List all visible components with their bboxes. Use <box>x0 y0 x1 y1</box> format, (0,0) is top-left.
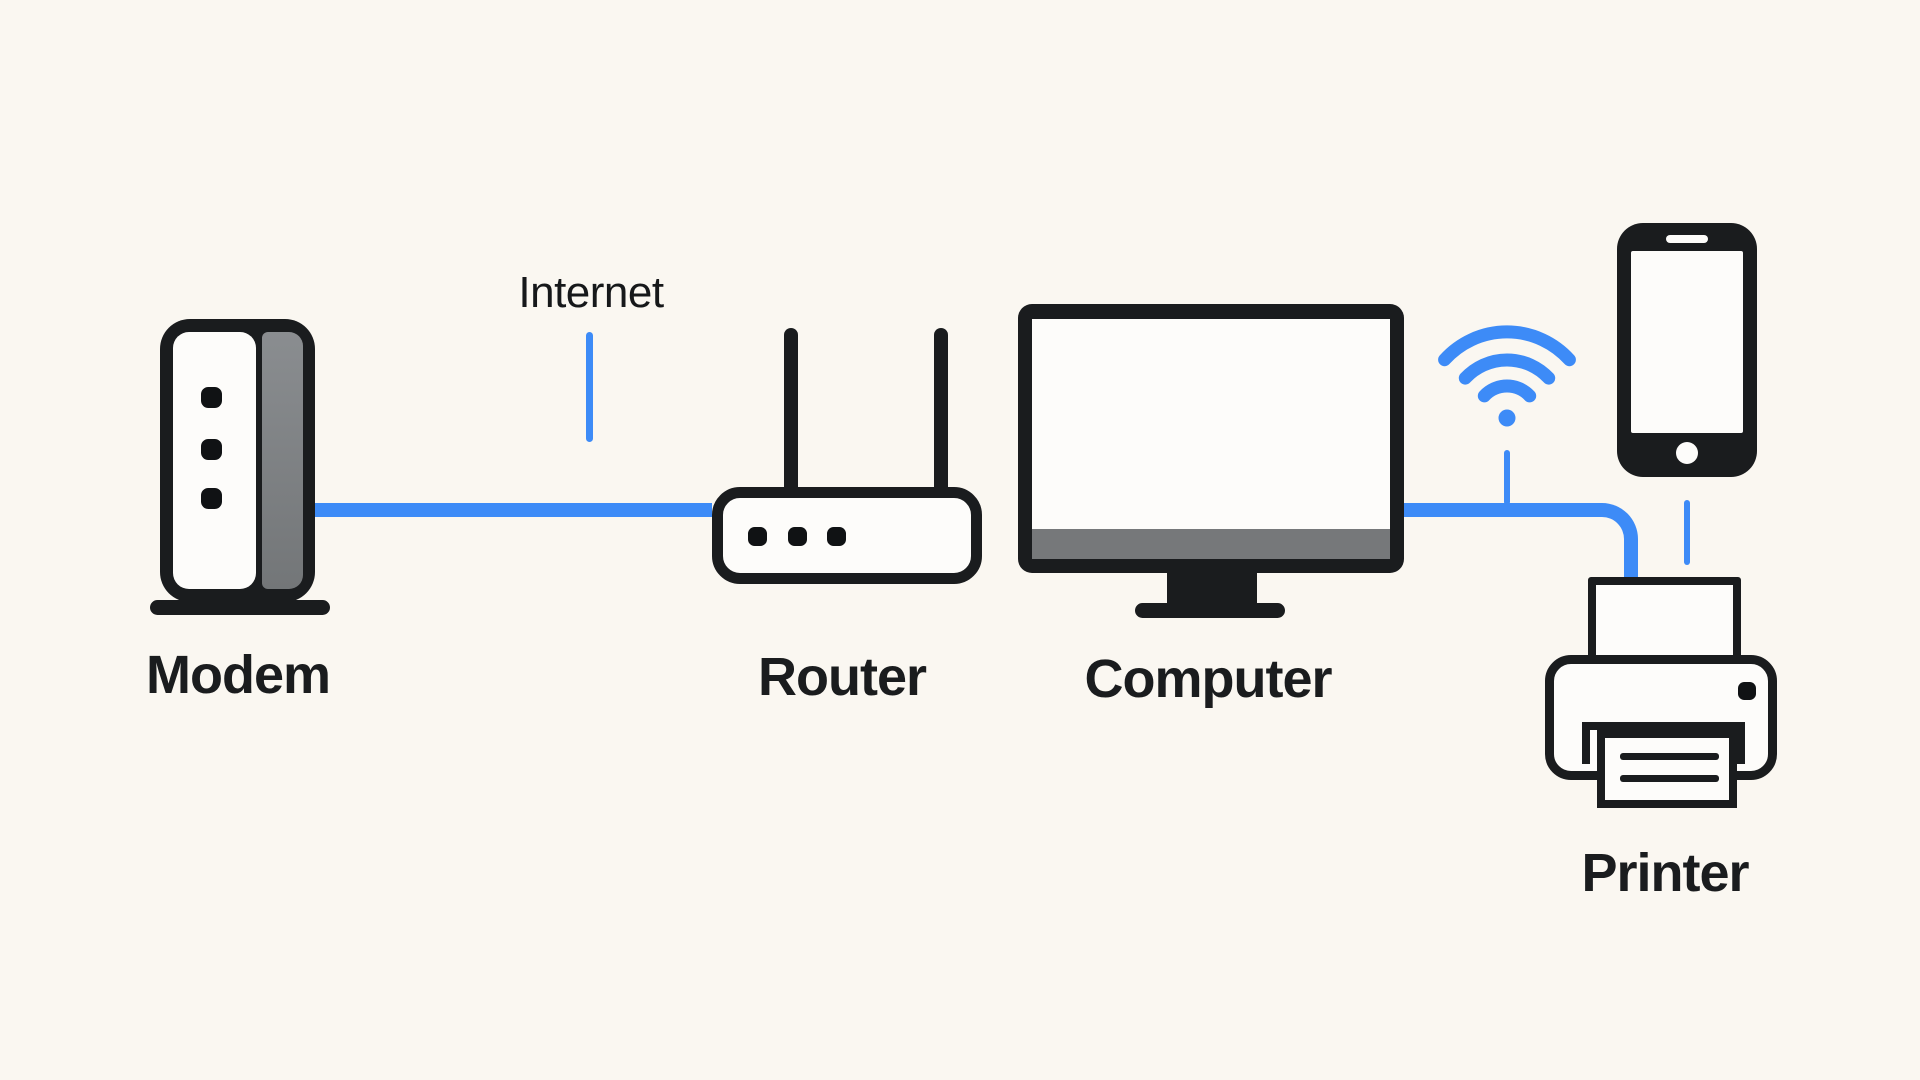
computer-stand-base <box>1135 603 1285 618</box>
printer-label: Printer <box>1581 843 1749 903</box>
printed-text-line <box>1620 775 1719 782</box>
router-led-icon <box>788 527 807 546</box>
modem-front-panel <box>173 332 256 589</box>
smartphone-screen <box>1631 251 1743 433</box>
modem-led-icon <box>201 387 222 408</box>
computer-printer-cable <box>1403 503 1638 577</box>
wifi-icon <box>1438 325 1576 427</box>
computer-label: Computer <box>1084 649 1333 709</box>
printer-led-icon <box>1738 682 1756 700</box>
modem-icon <box>160 319 315 602</box>
modem-label: Modem <box>146 645 331 705</box>
router-led-icon <box>827 527 846 546</box>
computer-stand-neck <box>1167 571 1257 607</box>
smartphone-icon <box>1617 223 1757 477</box>
modem-side-panel <box>262 332 303 589</box>
internet-connector-line <box>586 332 593 442</box>
wifi-connector-line <box>1504 450 1510 505</box>
router-label: Router <box>758 647 927 707</box>
smartphone-speaker <box>1666 235 1708 243</box>
smartphone-printer-line <box>1684 500 1690 565</box>
modem-led-icon <box>201 488 222 509</box>
printed-text-line <box>1620 753 1719 760</box>
router-antenna-icon <box>784 328 798 496</box>
modem-base <box>150 600 330 615</box>
internet-label: Internet <box>518 268 664 317</box>
printer-paper-output <box>1597 730 1737 808</box>
modem-router-cable <box>315 503 712 517</box>
computer-screen <box>1032 319 1390 529</box>
printer-paper-input <box>1588 577 1741 663</box>
smartphone-home-button <box>1676 442 1698 464</box>
router-antenna-icon <box>934 328 948 496</box>
computer-monitor-icon <box>1018 304 1404 573</box>
printer-output-slot <box>1582 722 1745 764</box>
modem-led-icon <box>201 439 222 460</box>
computer-taskbar <box>1032 529 1390 559</box>
router-led-icon <box>748 527 767 546</box>
